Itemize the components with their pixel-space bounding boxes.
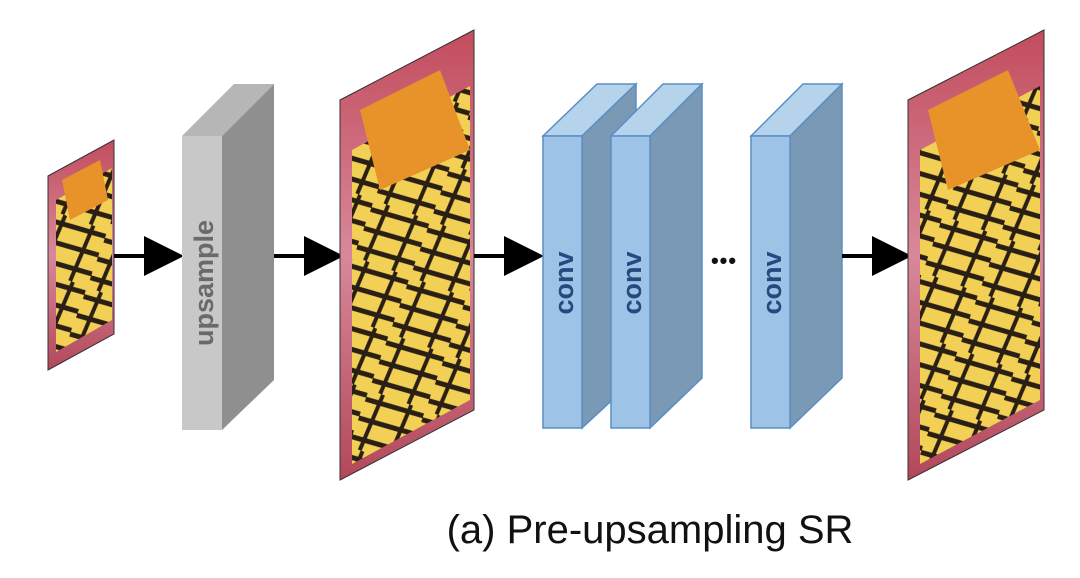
- conv-block-3: conv: [749, 82, 844, 430]
- output-image: [907, 29, 1045, 481]
- upsample-label: upsample: [189, 220, 219, 346]
- upsample-side: [222, 84, 274, 430]
- conv-label-2: conv: [617, 251, 647, 314]
- conv-label-3: conv: [757, 251, 787, 314]
- upsample-top: [182, 84, 274, 136]
- input-image: [47, 139, 115, 371]
- ellipsis: •••: [711, 248, 737, 273]
- upsample-block: upsample: [182, 84, 274, 430]
- conv-label-1: conv: [549, 251, 579, 314]
- upsampled-image: [339, 29, 475, 481]
- upsample-front: [182, 136, 222, 430]
- conv-block-2: conv: [609, 82, 704, 430]
- figure-caption: (a) Pre-upsampling SR: [446, 508, 854, 552]
